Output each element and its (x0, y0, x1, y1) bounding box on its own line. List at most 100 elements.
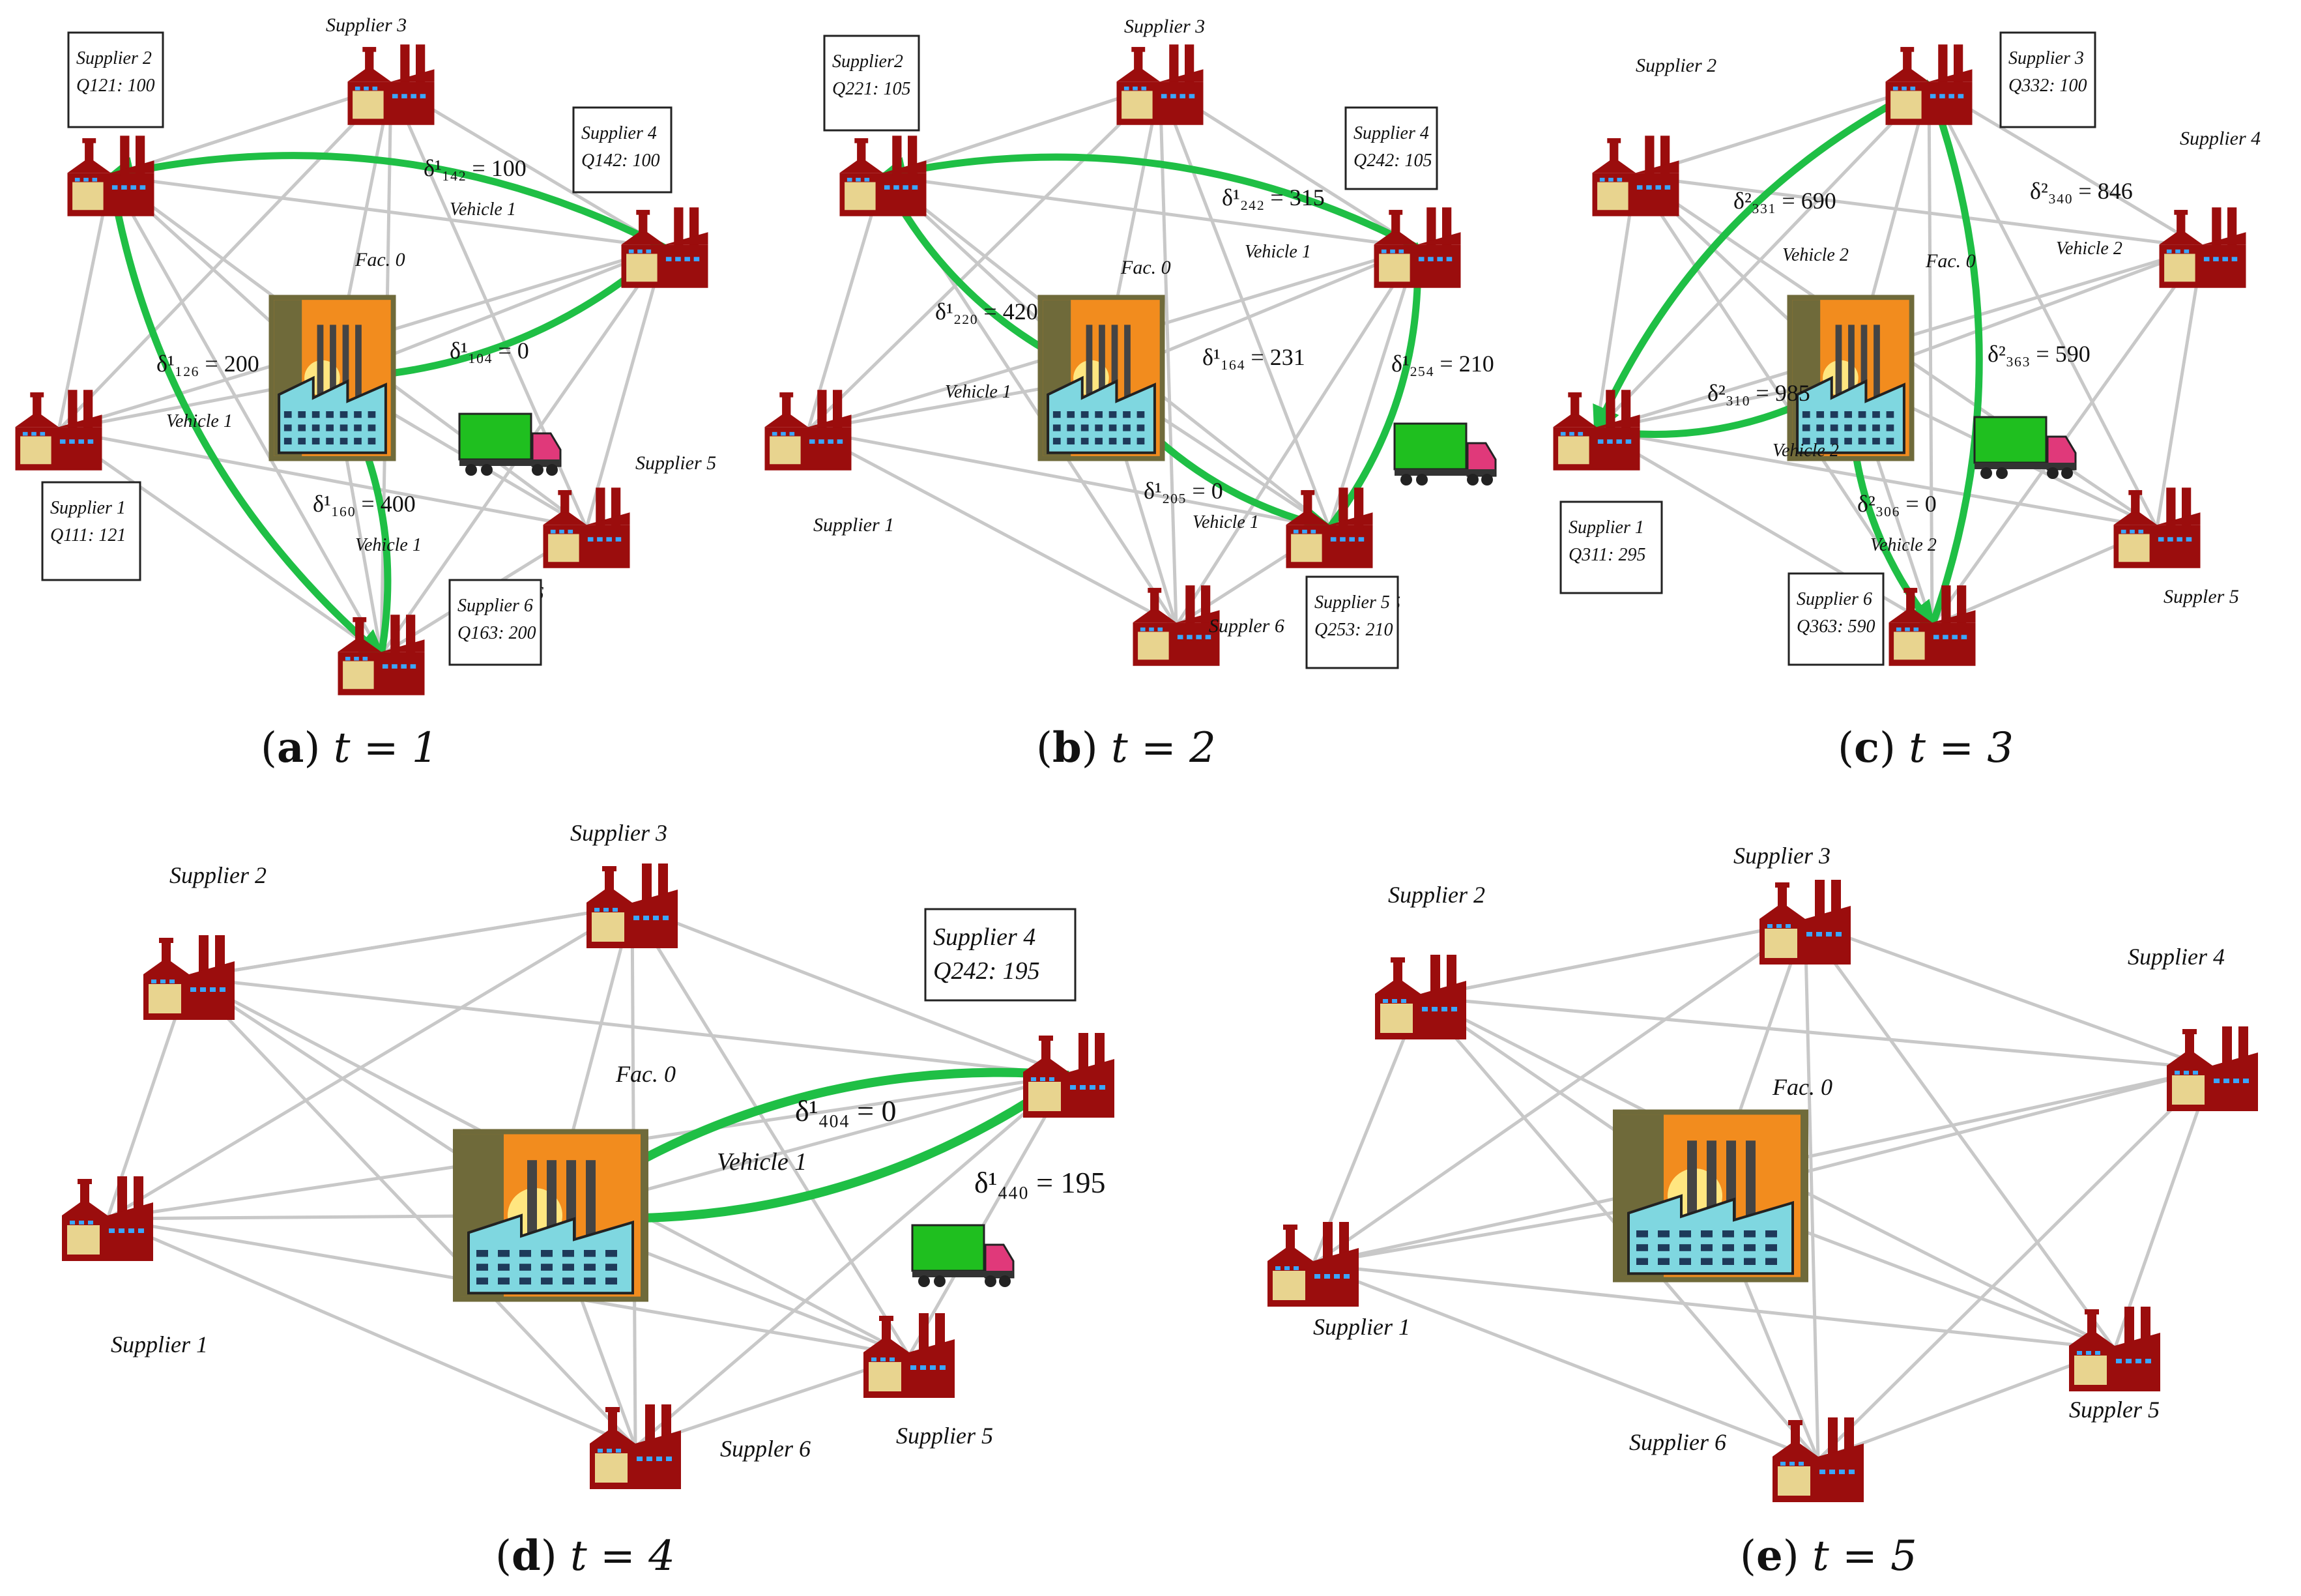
network-edge (188, 976, 637, 1448)
vehicle-label: Vehicle 2 (1773, 441, 1839, 461)
network-edge (188, 904, 633, 979)
vehicle-label: Vehicle 2 (1870, 535, 1937, 555)
route-label: δ²₃₆₃ = 590 (1988, 341, 2091, 367)
network-edge (807, 83, 1161, 431)
route-label: δ¹₂₅₄ = 210 (1391, 351, 1494, 377)
supplier-factory-icon (1553, 390, 1640, 471)
route-label: δ¹₂₄₂ = 315 (1222, 184, 1325, 210)
info-box (67, 31, 164, 128)
network-edge (807, 428, 1330, 530)
info-box-line: Supplier 4 (1353, 123, 1429, 143)
network-edge (1158, 84, 1331, 529)
vehicle-label: Vehicle 1 (166, 411, 233, 431)
network-edge (907, 1074, 1071, 1357)
supplier-factory-icon (543, 487, 630, 568)
node-label-s6: Suppler 6 (720, 1436, 811, 1462)
node-label-fac: Fac. 0 (1120, 257, 1171, 278)
vehicle-label: Vehicle 1 (717, 1148, 807, 1176)
node-label-s5: Supplier 5 (896, 1423, 993, 1449)
network-edge (1595, 175, 1638, 431)
info-box-line: Supplier 1 (1569, 517, 1644, 538)
network-edge (1327, 247, 1419, 529)
network-edge (107, 1217, 636, 1449)
truck-icon (458, 413, 562, 476)
caption-text: t = 1 (333, 724, 439, 772)
supplier-factory-icon (590, 1404, 681, 1489)
info-box-line: Q363: 590 (1797, 617, 1875, 637)
info-box-line: Q242: 105 (1353, 151, 1432, 171)
network-edge (1420, 995, 2213, 1071)
info-box (1305, 575, 1399, 669)
info-box (1999, 31, 2096, 128)
supplier-factory-icon (338, 615, 425, 695)
node-label-s2: Supplier 2 (1388, 882, 1485, 908)
caption-text: t = 5 (1812, 1532, 1917, 1580)
node-label-s4: Supplier 4 (2180, 128, 2261, 149)
node-label-s1: Supplier 1 (111, 1331, 208, 1357)
panel-d: Supplier 2 Supplier 3 Supplier 4 Supplier 1… (62, 820, 1114, 1489)
info-box-line: Supplier 1 (50, 498, 126, 518)
caption-b: (b) t = 2 (1036, 723, 1216, 772)
network-edge (110, 83, 392, 178)
network-edge (807, 428, 1178, 628)
network-edge (1928, 83, 2204, 250)
supplier-factory-icon (1133, 585, 1220, 666)
vehicle-label: Vehicle 1 (1245, 242, 1311, 262)
info-box (572, 106, 673, 194)
network-edge (2113, 1068, 2214, 1350)
caption-letter: d (511, 1531, 541, 1580)
network-edge (2155, 247, 2205, 529)
network-edge (882, 174, 1418, 250)
route-label: δ¹₁₄₂ = 100 (424, 155, 527, 181)
network-edge (1930, 246, 2205, 627)
network-edge (882, 83, 1161, 178)
info-box-line: Supplier 6 (1797, 589, 1872, 609)
node-label-s5: Suppler 5 (2164, 586, 2239, 607)
node-label-fac: Fac. 0 (355, 249, 405, 270)
supplier-factory-icon (15, 390, 102, 471)
route-s4-s2 (105, 152, 667, 251)
supplier-factory-icon (863, 1313, 955, 1398)
route-label: δ¹₁₂₆ = 200 (156, 351, 259, 377)
vehicle-label: Vehicle 2 (2056, 239, 2122, 259)
node-label-s3: Supplier 3 (570, 820, 667, 846)
network-edge (631, 904, 1069, 1077)
route-label: δ²₃₃₁ = 690 (1733, 188, 1836, 214)
route-label: δ¹₂₀₅ = 0 (1144, 478, 1223, 504)
caption-e: (e) t = 5 (1740, 1531, 1917, 1580)
network-edge (57, 175, 113, 431)
vehicle-label: Vehicle 1 (450, 199, 516, 220)
network-edge (1635, 174, 2203, 250)
network-edge (390, 83, 666, 250)
info-box-line: Q253: 210 (1314, 620, 1393, 640)
route-label: δ²₃₀₆ = 0 (1857, 491, 1937, 517)
supplier-factory-icon (1267, 1222, 1359, 1307)
main-facility-icon (268, 295, 396, 461)
route-label: δ¹₂₂₀ = 420 (935, 298, 1038, 325)
vehicle-label: Vehicle 2 (1782, 245, 1849, 265)
route-label: δ¹₁₆₀ = 400 (313, 491, 416, 517)
supplier-factory-icon (67, 136, 154, 216)
node-label-s2: Supplier 2 (169, 862, 267, 888)
info-box-line: Q221: 105 (832, 79, 911, 99)
caption-letter: a (276, 723, 304, 772)
truck-icon (1393, 422, 1497, 486)
info-box-line: Supplier 2 (76, 48, 152, 68)
truck-icon (911, 1224, 1015, 1287)
node-label-fac: Fac. 0 (1772, 1074, 1832, 1100)
info-box-line: Supplier 6 (457, 596, 533, 616)
supplier-factory-icon (1374, 207, 1461, 288)
network-edge (1803, 921, 1820, 1460)
info-box-line: Q311: 295 (1569, 545, 1645, 565)
route-s3-s1 (1593, 81, 1931, 436)
node-label-fac: Fac. 0 (615, 1061, 676, 1087)
network-edge (1174, 246, 1419, 627)
network-edge (1817, 1347, 2115, 1462)
supplier-factory-icon (1375, 955, 1466, 1039)
node-label-s4: Supplier 4 (2128, 944, 2225, 970)
network-edge (634, 1074, 1070, 1448)
supplier-factory-icon (1592, 136, 1679, 216)
caption-letter: b (1052, 723, 1082, 772)
info-box (924, 908, 1077, 1002)
info-box-line: Supplier 4 (933, 923, 1035, 951)
